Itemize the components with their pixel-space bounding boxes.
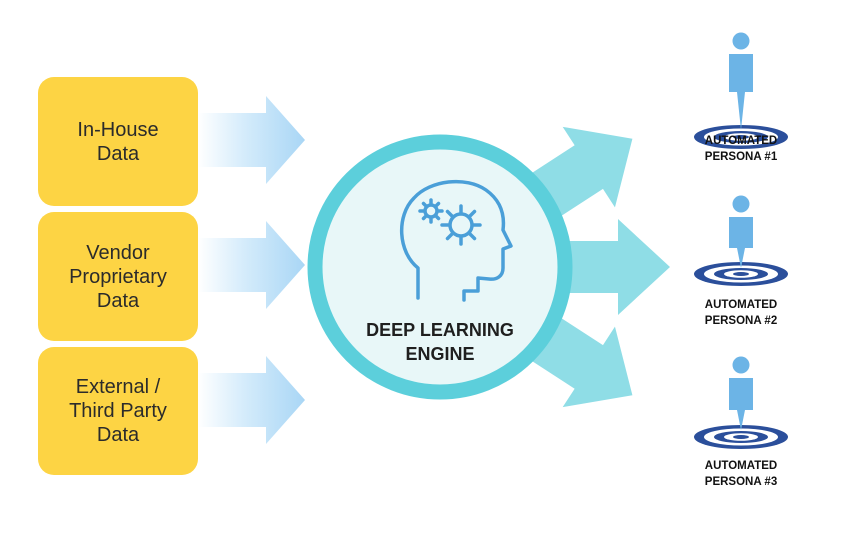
persona-3-label: AUTOMATED PERSONA #3 [704, 460, 778, 488]
engine-circle [307, 134, 573, 400]
input-box-vendor: Vendor Proprietary Data [38, 212, 198, 341]
persona-2-person-icon [729, 195, 753, 268]
persona-1-person-icon [729, 32, 753, 130]
input-arrow-2 [198, 221, 305, 309]
input-box-external: External / Third Party Data [38, 347, 198, 475]
persona-2-target-icon [694, 262, 788, 286]
input-label-external: External / Third Party Data [69, 376, 167, 446]
persona-1-target-icon [694, 125, 788, 149]
input-arrow-1 [198, 96, 305, 184]
input-label-in-house: In-House Data [77, 118, 159, 165]
engine-label: DEEP LEARNING ENGINE [366, 320, 514, 364]
brain-gears-icon [400, 179, 513, 302]
input-arrow-3 [198, 356, 305, 444]
persona-1-label: AUTOMATED PERSONA #1 [704, 135, 778, 163]
persona-3-target-icon [694, 425, 788, 449]
persona-2-label: AUTOMATED PERSONA #2 [704, 299, 778, 327]
input-label-vendor: Vendor Proprietary Data [69, 241, 167, 312]
persona-3-person-icon [729, 356, 753, 430]
input-box-in-house: In-House Data [38, 77, 198, 206]
